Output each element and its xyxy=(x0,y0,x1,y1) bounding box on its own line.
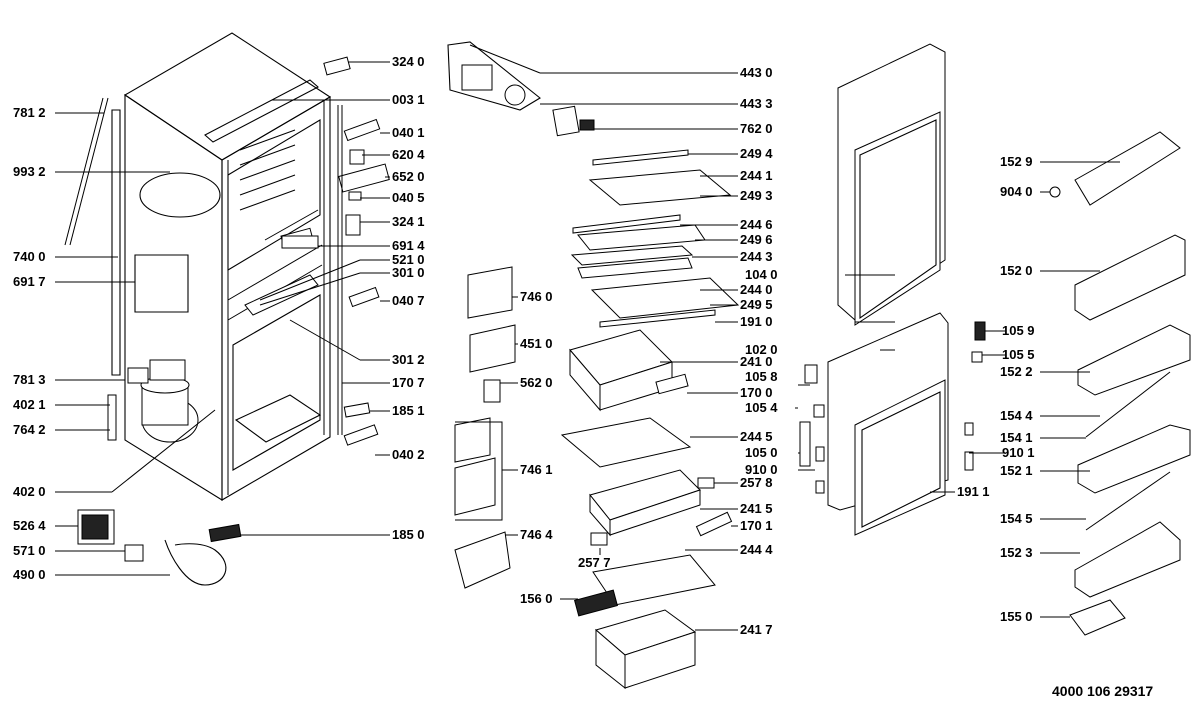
label-191-0: 191 0 xyxy=(740,314,773,329)
label-152-0: 152 0 xyxy=(1000,263,1033,278)
label-620-4: 620 4 xyxy=(392,147,425,162)
label-910-1: 910 1 xyxy=(1002,445,1035,460)
label-040-5: 040 5 xyxy=(392,190,425,205)
electronics-box xyxy=(77,509,227,586)
label-105-4: 105 4 xyxy=(745,400,778,415)
label-490-0: 490 0 xyxy=(13,567,46,582)
label-154-5: 154 5 xyxy=(1000,511,1033,526)
label-152-3: 152 3 xyxy=(1000,545,1033,560)
label-746-1: 746 1 xyxy=(520,462,553,477)
compressor xyxy=(107,359,199,443)
label-301-0: 301 0 xyxy=(392,265,425,280)
door-bins xyxy=(1049,131,1191,636)
label-105-9: 105 9 xyxy=(1002,323,1035,338)
label-185-0: 185 0 xyxy=(392,527,425,542)
label-155-0: 155 0 xyxy=(1000,609,1033,624)
label-104-0: 104 0 xyxy=(745,267,778,282)
label-324-1: 324 1 xyxy=(392,214,425,229)
label-249-4: 249 4 xyxy=(740,146,773,161)
label-244-4: 244 4 xyxy=(740,542,773,557)
label-170-1: 170 1 xyxy=(740,518,773,533)
label-152-2: 152 2 xyxy=(1000,364,1033,379)
evaporator-parts xyxy=(454,266,516,589)
label-241-0: 241 0 xyxy=(740,354,773,369)
label-040-1: 040 1 xyxy=(392,125,425,140)
upper-door xyxy=(837,43,946,326)
label-105-5: 105 5 xyxy=(1002,347,1035,362)
label-324-0: 324 0 xyxy=(392,54,425,69)
label-152-1: 152 1 xyxy=(1000,463,1033,478)
leader-lines xyxy=(55,44,1120,631)
label-740-0: 740 0 xyxy=(13,249,46,264)
label-191-1: 191 1 xyxy=(957,484,990,499)
lower-door xyxy=(827,312,949,536)
label-152-9: 152 9 xyxy=(1000,154,1033,169)
label-521-0: 521 0 xyxy=(392,252,425,267)
label-154-4: 154 4 xyxy=(1000,408,1033,423)
drawers xyxy=(560,329,733,690)
label-652-0: 652 0 xyxy=(392,169,425,184)
label-249-6: 249 6 xyxy=(740,232,773,247)
document-number: 4000 106 29317 xyxy=(1052,683,1154,699)
fan-assembly xyxy=(447,41,595,137)
label-105-0: 105 0 xyxy=(745,445,778,460)
fridge-cabinet xyxy=(123,32,332,501)
label-910-0: 910 0 xyxy=(745,462,778,477)
label-241-7: 241 7 xyxy=(740,622,773,637)
glass-shelves xyxy=(570,149,740,328)
label-156-0: 156 0 xyxy=(520,591,553,606)
label-003-1: 003 1 xyxy=(392,92,425,107)
label-762-0: 762 0 xyxy=(740,121,773,136)
label-244-6: 244 6 xyxy=(740,217,773,232)
label-451-0: 451 0 xyxy=(520,336,553,351)
label-170-0: 170 0 xyxy=(740,385,773,400)
label-249-5: 249 5 xyxy=(740,297,773,312)
label-244-1: 244 1 xyxy=(740,168,773,183)
label-691-4: 691 4 xyxy=(392,238,425,253)
label-443-3: 443 3 xyxy=(740,96,773,111)
label-781-3: 781 3 xyxy=(13,372,46,387)
label-746-4: 746 4 xyxy=(520,527,553,542)
label-764-2: 764 2 xyxy=(13,422,46,437)
label-746-0: 746 0 xyxy=(520,289,553,304)
label-249-3: 249 3 xyxy=(740,188,773,203)
label-562-0: 562 0 xyxy=(520,375,553,390)
label-301-2: 301 2 xyxy=(392,352,425,367)
condenser-rods xyxy=(64,97,121,376)
label-402-1: 402 1 xyxy=(13,397,46,412)
label-244-0: 244 0 xyxy=(740,282,773,297)
label-257-8: 257 8 xyxy=(740,475,773,490)
freezer-shelves xyxy=(239,129,319,241)
label-154-1: 154 1 xyxy=(1000,430,1033,445)
label-993-2: 993 2 xyxy=(13,164,46,179)
label-244-5: 244 5 xyxy=(740,429,773,444)
label-241-5: 241 5 xyxy=(740,501,773,516)
label-185-1: 185 1 xyxy=(392,403,425,418)
label-257-7: 257 7 xyxy=(578,555,611,570)
label-170-7: 170 7 xyxy=(392,375,425,390)
label-402-0: 402 0 xyxy=(13,484,46,499)
label-571-0: 571 0 xyxy=(13,543,46,558)
label-040-7: 040 7 xyxy=(392,293,425,308)
label-781-2: 781 2 xyxy=(13,105,46,120)
label-040-2: 040 2 xyxy=(392,447,425,462)
door-hardware xyxy=(799,321,986,494)
label-904-0: 904 0 xyxy=(1000,184,1033,199)
label-244-3: 244 3 xyxy=(740,249,773,264)
label-526-4: 526 4 xyxy=(13,518,46,533)
label-102-0: 102 0 xyxy=(745,342,778,357)
label-443-0: 443 0 xyxy=(740,65,773,80)
label-691-7: 691 7 xyxy=(13,274,46,289)
label-105-8: 105 8 xyxy=(745,369,778,384)
